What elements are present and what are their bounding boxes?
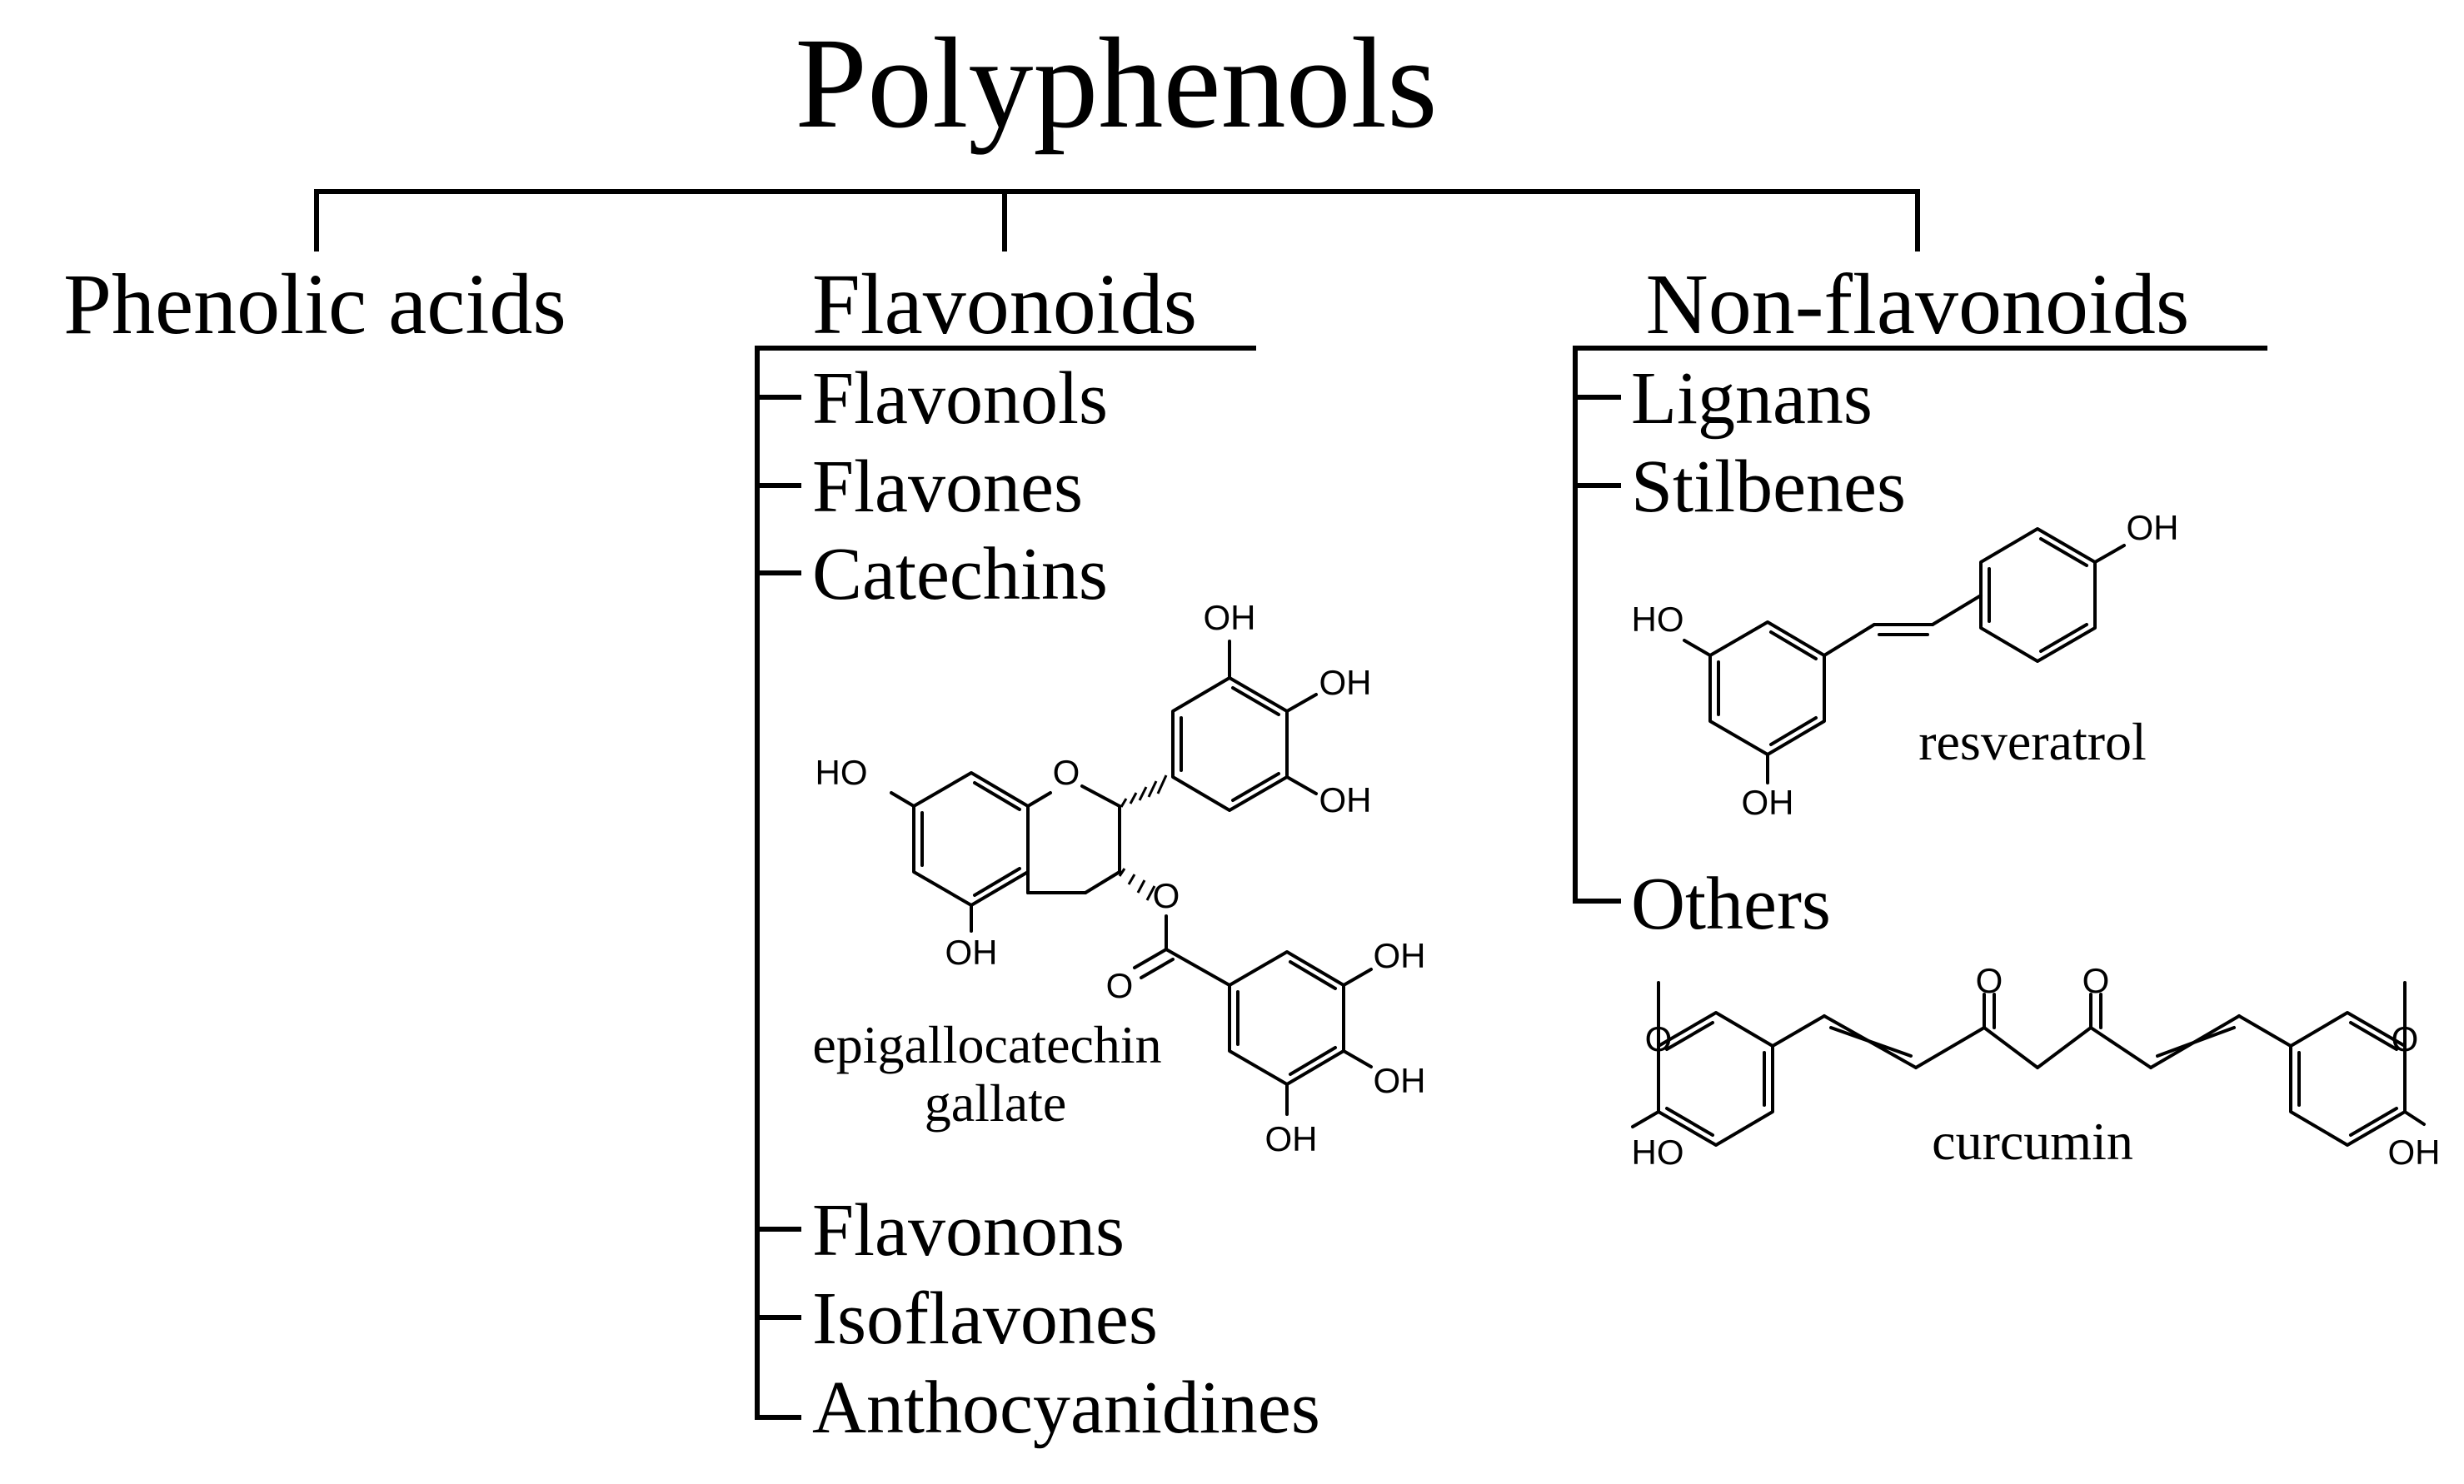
top-connector xyxy=(314,189,1920,251)
flavonoid-item-anthocyanidines: Anthocyanidines xyxy=(812,1367,1320,1449)
egcg-ring-oxygen: O xyxy=(1053,753,1080,792)
egcg-oh-label: OH xyxy=(1374,1061,1426,1100)
flavonoid-item-isoflavones: Isoflavones xyxy=(812,1277,1158,1360)
egcg-oh-label: OH xyxy=(1319,780,1372,819)
egcg-name-line2: gallate xyxy=(925,1073,1067,1133)
curcumin-name: curcumin xyxy=(1932,1112,2133,1171)
curcumin-keto-oxygen: O xyxy=(1976,961,2003,1000)
non-flavonoids-tree-lines xyxy=(1573,346,2267,904)
resveratrol-name: resveratrol xyxy=(1918,712,2147,771)
flavonoid-item-catechins: Catechins xyxy=(812,533,1108,615)
egcg-carbonyl-oxygen: O xyxy=(1106,966,1134,1005)
egcg-oh-label: OH xyxy=(1319,663,1372,702)
flavonoid-item-flavones: Flavones xyxy=(812,446,1083,528)
category-phenolic-acids: Phenolic acids xyxy=(63,256,566,352)
egcg-structure xyxy=(890,640,1373,1116)
curcumin-oh-label: OH xyxy=(2388,1133,2441,1172)
category-non-flavonoids: Non-flavonoids xyxy=(1646,256,2190,352)
egcg-oh-label: OH xyxy=(1204,598,1256,637)
non-flavonoid-item-stilbenes: Stilbenes xyxy=(1631,446,1906,528)
egcg-name-line1: epigallocatechin xyxy=(812,1015,1161,1074)
flavonoid-item-flavonols: Flavonols xyxy=(812,357,1108,440)
egcg-oh-label: OH xyxy=(945,933,998,972)
curcumin-methoxy-oxygen: O xyxy=(1645,1019,1673,1058)
resveratrol-structure xyxy=(1683,527,2126,784)
diagram-title: Polyphenols xyxy=(795,11,1437,155)
egcg-oh-label: OH xyxy=(1374,936,1426,975)
egcg-oh-label: OH xyxy=(1265,1119,1318,1158)
resveratrol-oh-label: OH xyxy=(1742,783,1794,822)
category-flavonoids: Flavonoids xyxy=(812,256,1197,352)
c2-hashed-bond xyxy=(1120,774,1168,808)
non-flavonoid-item-others: Others xyxy=(1631,863,1831,945)
flavonoids-tree-lines xyxy=(755,346,1256,1420)
c3-hashed-bond xyxy=(1118,868,1156,901)
non-flavonoid-item-lignans: Lignans xyxy=(1631,357,1873,440)
resveratrol-ho-label: HO xyxy=(1632,600,1684,639)
flavonoid-item-flavonons: Flavonons xyxy=(812,1189,1125,1272)
egcg-ho-label: HO xyxy=(816,753,868,792)
egcg-ester-oxygen: O xyxy=(1153,876,1180,915)
curcumin-keto-oxygen: O xyxy=(2082,961,2110,1000)
curcumin-structure xyxy=(1631,981,2426,1147)
resveratrol-oh-label: OH xyxy=(2127,508,2179,547)
curcumin-ho-label: HO xyxy=(1632,1133,1684,1172)
curcumin-methoxy-oxygen: O xyxy=(2392,1019,2419,1058)
